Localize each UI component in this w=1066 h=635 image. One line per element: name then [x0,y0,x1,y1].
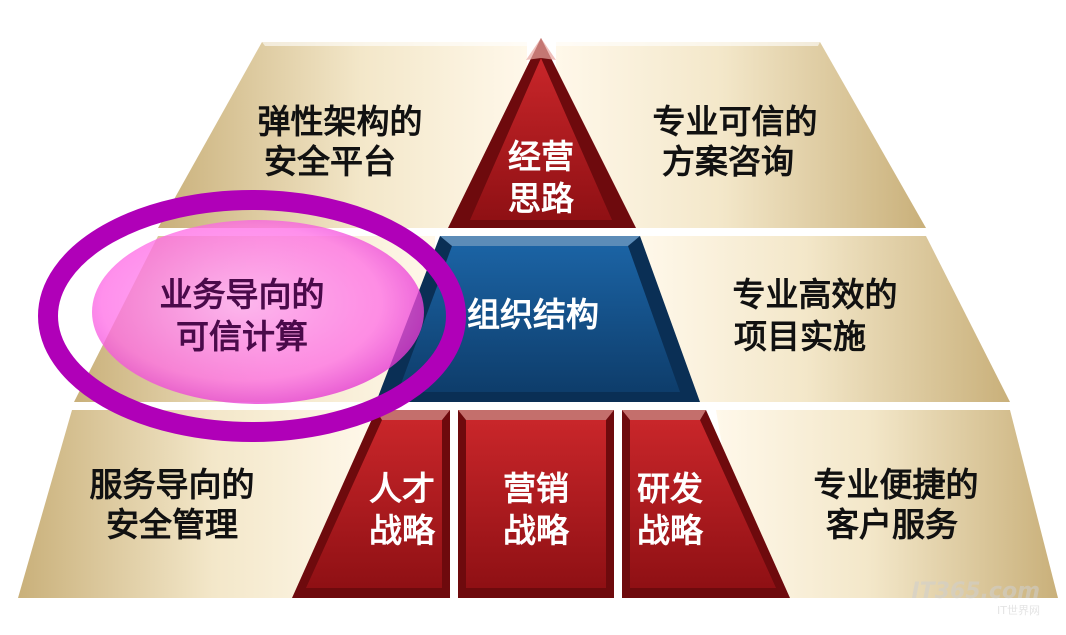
base-2-line1: 营销 [503,469,569,508]
base-2-line2: 战略 [503,511,570,550]
tile-top-right-line2: 方案咨询 [662,142,794,181]
tile-mid-right-line2: 项目实施 [734,317,866,356]
tile-bot-left-line2: 安全管理 [106,505,238,544]
tile-mid-left-line1: 业务导向的 [160,275,325,314]
tile-top-left [158,42,527,228]
tile-top-left-line1: 弹性架构的 [258,102,423,141]
pyramid-base-2 [458,410,614,598]
tile-bot-right [716,410,1058,598]
tile-mid-right-line1: 专业高效的 [733,275,898,314]
middle-label: 组织结构 [467,295,599,334]
pyramid-apex [448,38,636,228]
apex-label-line1: 经营 [508,137,574,176]
watermark-text: IT365.com [911,579,1040,604]
tile-mid-left-line2: 可信计算 [176,317,308,356]
pyramid-base-1 [292,410,450,598]
watermark-subtext: IT世界网 [997,604,1040,617]
tile-top-left-line2: 安全平台 [264,142,396,181]
tile-mid-right [640,236,1010,402]
base-3-line2: 战略 [637,511,704,550]
tile-bot-right-line1: 专业便捷的 [814,465,979,504]
pyramid-middle [376,236,700,402]
base-1-line2: 战略 [369,511,436,550]
base-1-line1: 人才 [369,469,435,508]
tile-top-right-line1: 专业可信的 [653,102,818,141]
pyramid-base-3 [622,410,790,598]
apex-label-line2: 思路 [508,179,575,218]
watermark-logo: IT365.com IT世界网 [911,579,1040,617]
base-3-line1: 研发 [637,469,703,508]
tile-bot-right-line2: 客户服务 [826,505,958,544]
tile-top-right [556,42,926,228]
tile-bot-left [18,410,372,598]
tile-bot-left-line1: 服务导向的 [90,465,255,504]
highlight-ellipse [38,190,466,442]
